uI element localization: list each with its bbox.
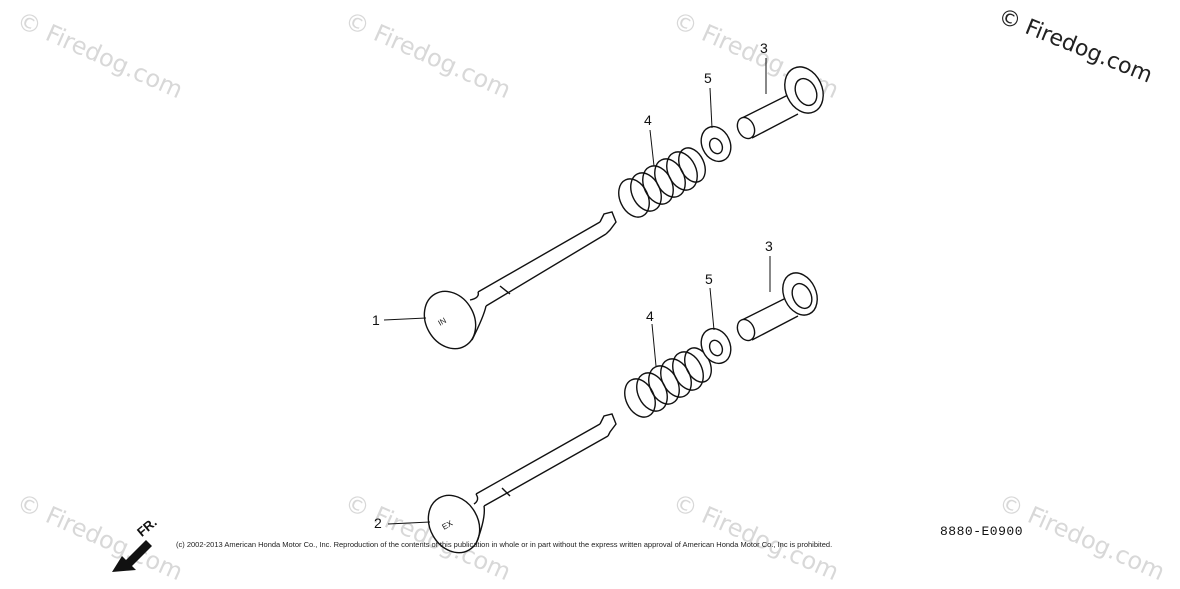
copyright-notice: (c) 2002-2013 American Honda Motor Co., … [176, 540, 833, 549]
exhaust-valve [427, 413, 617, 554]
callout-3-upper: 3 [760, 40, 768, 56]
callout-3-lower: 3 [765, 238, 773, 254]
callout-5-lower: 5 [705, 271, 713, 287]
callout-1: 1 [372, 312, 380, 328]
valve-lifter-lower [736, 272, 818, 342]
valve-mark-in: IN [437, 316, 449, 328]
callout-5-upper: 5 [704, 70, 712, 86]
callout-4-upper: 4 [644, 112, 652, 128]
spring-retainer-lower [700, 327, 732, 365]
intake-valve [423, 211, 617, 350]
callout-4-lower: 4 [646, 308, 654, 324]
valve-spring-upper [618, 147, 706, 218]
front-direction-arrow [112, 540, 152, 572]
spring-retainer-upper [700, 125, 732, 163]
valve-lifter-upper [736, 66, 824, 140]
leader-lines [383, 58, 771, 525]
callout-2: 2 [374, 515, 382, 531]
valve-spring-lower [624, 347, 712, 418]
diagram-code: 8880-E0900 [940, 524, 1024, 539]
